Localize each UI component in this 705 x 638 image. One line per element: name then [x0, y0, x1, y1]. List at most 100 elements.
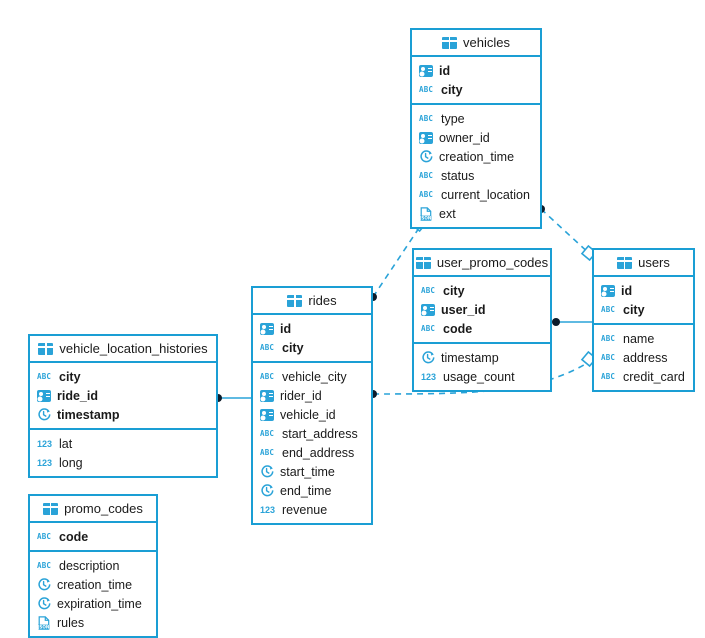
column-name: credit_card [623, 369, 685, 384]
clock-icon [260, 464, 274, 479]
primary-key-column-timestamp[interactable]: timestamp [30, 405, 216, 424]
column-name: rules [57, 615, 85, 630]
abc-icon: ABC [37, 560, 52, 570]
table-header-users[interactable]: users [594, 250, 693, 277]
column-name: city [282, 340, 304, 355]
table-title: promo_codes [64, 501, 143, 516]
column-creation_time[interactable]: creation_time [412, 147, 540, 166]
column-description[interactable]: ABC description [30, 556, 156, 575]
column-rider_id[interactable]: rider_id [253, 386, 371, 405]
column-name: current_location [441, 187, 530, 202]
table-icon [415, 256, 431, 269]
table-header-vehicle_location_histories[interactable]: vehicle_location_histories [30, 336, 216, 363]
primary-key-column-user_id[interactable]: user_id [414, 300, 550, 319]
column-name: city [623, 302, 645, 317]
column-name: ext [439, 206, 456, 221]
abc-icon: ABC [601, 352, 616, 362]
column-creation_time[interactable]: creation_time [30, 575, 156, 594]
column-ext[interactable]: JSON ext [412, 204, 540, 223]
column-owner_id[interactable]: owner_id [412, 128, 540, 147]
column-name: id [439, 63, 451, 78]
table-title: users [638, 255, 670, 270]
idcard-icon [260, 408, 274, 421]
column-expiration_time[interactable]: expiration_time [30, 594, 156, 613]
table-header-rides[interactable]: rides [253, 288, 371, 315]
column-name: user_id [441, 302, 486, 317]
column-start_time[interactable]: start_time [253, 462, 371, 481]
table-title: vehicles [463, 35, 510, 50]
abc-icon: ABC [601, 333, 616, 343]
column-timestamp[interactable]: timestamp [414, 348, 550, 367]
column-name: timestamp [57, 407, 120, 422]
column-name: type [441, 111, 465, 126]
column-name: start_address [282, 426, 358, 441]
clock-icon [37, 596, 51, 611]
primary-key-column-id[interactable]: id [253, 319, 371, 338]
clock-icon [260, 483, 274, 498]
idcard-icon [260, 322, 274, 335]
relationship-user-promo-codes-to-users[interactable] [552, 318, 592, 326]
column-name: description [59, 558, 120, 573]
abc-icon: ABC [37, 531, 52, 541]
column-name: revenue [282, 502, 328, 517]
column-name: creation_time [57, 577, 133, 592]
primary-key-column-id[interactable]: id [412, 61, 540, 80]
clock-icon [421, 350, 435, 365]
primary-key-column-id[interactable]: id [594, 281, 693, 300]
abc-icon: ABC [419, 84, 434, 94]
table-header-promo_codes[interactable]: promo_codes [30, 496, 156, 523]
abc-icon: ABC [37, 371, 52, 381]
column-end_time[interactable]: end_time [253, 481, 371, 500]
column-rules[interactable]: JSON rules [30, 613, 156, 632]
column-name: vehicle_city [282, 369, 347, 384]
table-title: user_promo_codes [436, 255, 549, 270]
idcard-icon [37, 389, 51, 402]
table-header-vehicles[interactable]: vehicles [412, 30, 540, 57]
svg-text:JSON: JSON [419, 215, 432, 220]
column-name: id [621, 283, 633, 298]
primary-key-column-ride_id[interactable]: ride_id [30, 386, 216, 405]
table-header-user_promo_codes[interactable]: user_promo_codes [414, 250, 550, 277]
primary-key-column-city[interactable]: ABC city [253, 338, 371, 357]
idcard-icon [419, 64, 433, 77]
columns-section: ABC description creation_time expiration_ti… [30, 552, 156, 636]
column-name: owner_id [439, 130, 490, 145]
123-icon: 123 [37, 438, 53, 449]
abc-icon: ABC [260, 342, 275, 352]
svg-text:JSON: JSON [37, 624, 50, 629]
column-vehicle_id[interactable]: vehicle_id [253, 405, 371, 424]
relationship-vehicle-location-histories-to-rides[interactable] [214, 394, 251, 402]
column-name: creation_time [439, 149, 515, 164]
